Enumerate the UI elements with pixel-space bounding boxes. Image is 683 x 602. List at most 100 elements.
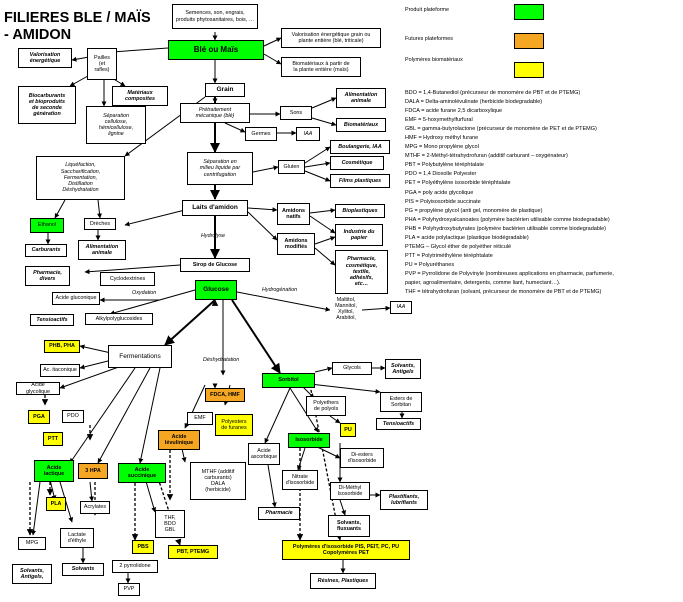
biomaterials-plant-box: Biomatériaux à partir de la plante entiè… bbox=[281, 57, 361, 77]
pharmacy-box: Pharmacie bbox=[258, 507, 300, 520]
isosorbide-nitrate-box: Nitrate d'isosorbide bbox=[282, 470, 318, 490]
abbreviation-item: EMF = 5-hoxymethylfurfural bbox=[405, 117, 473, 124]
solvents-antigels-box-2: Solvants, Antigels, bbox=[12, 564, 52, 584]
abbreviation-list: BDO = 1,4-Butanediol (précurseur de mono… bbox=[405, 89, 614, 297]
abbreviation-item: PGA = poly acide glycolique bbox=[405, 189, 474, 196]
surfactants-box-2: Tensioactifs bbox=[376, 418, 421, 430]
gluconic-acid-box: Acide gluconique bbox=[52, 292, 100, 305]
sorbitol-box: Sorbitol bbox=[262, 373, 315, 388]
fermentation-process-box: Liquéfaction, Saccharification, Fermenta… bbox=[36, 156, 125, 200]
abbreviation-item: BDO = 1,4-Butanediol (précurseur de mono… bbox=[405, 90, 581, 96]
bakery-box: Boulangerie, IAA bbox=[330, 140, 390, 154]
hydrolysis-label: Hydrolyse bbox=[201, 233, 225, 239]
legend-label-future: Futures plateformes bbox=[405, 36, 453, 42]
abbreviation-item: MTHF = 2-Méthyl-tétrahydrofuran (additif… bbox=[405, 153, 568, 160]
abbreviation-item: FDCA = acide furane 2,5 dicarboxylique bbox=[405, 108, 503, 115]
ascorbic-acid-box: Acide ascorbique bbox=[248, 443, 280, 465]
straw-box: Pailles (et rafles) bbox=[87, 48, 117, 80]
pvp-box: PVP bbox=[118, 583, 140, 596]
dimethyl-isosorbide-box: Di-Méthyl Isosorbide bbox=[330, 482, 370, 500]
page-title: FILIERES BLE / MAÏS - AMIDON bbox=[4, 10, 151, 44]
abbreviation-item: PIS = Polyisosorbide succinate bbox=[405, 198, 481, 205]
bioplastics-box: Bioplastiques bbox=[335, 204, 385, 218]
animal-feed-box-2: Alimentation animale bbox=[78, 240, 126, 260]
iaa-box-2: IAA bbox=[390, 301, 412, 314]
abbreviation-item: HMF = Hydroxy méthyl furane bbox=[405, 135, 479, 142]
abbreviation-item: MPG = Mono propylène glycol bbox=[405, 144, 479, 151]
modified-starch-box: Amidons modifiés bbox=[277, 233, 315, 255]
abbreviation-item: PG = propylène glycol (anti gel, monomèr… bbox=[405, 207, 543, 214]
itaconic-acid-box: Ac. itaconique bbox=[40, 364, 80, 377]
inputs-box: Semences, son, engrais, produits phytosa… bbox=[172, 4, 258, 29]
legend-swatch-future bbox=[514, 33, 544, 49]
fdca-hmf-box: FDCA, HMF bbox=[205, 388, 245, 402]
ethanol-box: Ethanol bbox=[30, 218, 64, 233]
grain-box: Grain bbox=[205, 83, 245, 97]
glycols-box: Glycols bbox=[332, 362, 372, 375]
energy-grain-box: Valorisation énergétique grain ou plante… bbox=[281, 28, 381, 48]
pbt-ptemg-box: PBT, PTEMG bbox=[168, 545, 218, 559]
abbreviation-item: papier, agroalimentaire, detergents, com… bbox=[405, 279, 561, 286]
oxidation-label: Oxydation bbox=[132, 290, 157, 296]
glycolic-acid-box: Acide glycolique bbox=[16, 382, 60, 395]
wheat-corn-box: Blé ou Maïs bbox=[168, 40, 264, 60]
abbreviation-item: DALA = Delta-aminolévulinate (herbicide … bbox=[405, 99, 543, 106]
lactic-acid-box: Acide lactique bbox=[34, 460, 74, 482]
surfactants-box-1: Tensioactifs bbox=[30, 314, 74, 326]
abbreviation-item: PTEMG – Glycol éther de polyéther réticu… bbox=[405, 243, 512, 250]
dreches-box: Drèches bbox=[84, 218, 116, 230]
iaa-box-1: IAA bbox=[296, 127, 320, 141]
starch-milk-box: Laits d'amidon bbox=[182, 200, 248, 216]
phb-pha-box: PHB, PHA bbox=[44, 340, 80, 353]
glucose-box: Glucose bbox=[195, 280, 237, 300]
2-pyrrolidone-box: 2 pyrrolidone bbox=[112, 560, 158, 573]
solvents-antigels-box-1: Solvants, Antigels bbox=[385, 359, 421, 379]
fuels-box: Carburants bbox=[25, 244, 67, 257]
isosorbide-polymers-box: Polymères d'isosorbide PIS, PEIT, PC, PU… bbox=[282, 540, 410, 560]
legend-swatch-biomaterials bbox=[514, 62, 544, 78]
acrylates-box: Acrylates bbox=[80, 501, 110, 514]
pu-box: PU bbox=[340, 423, 356, 437]
composites-box: Matériaux composites bbox=[112, 86, 168, 106]
cellulose-separation-box: Séparation cellulose, hémicellulose, lig… bbox=[86, 106, 146, 144]
biomaterials-box: Biomatériaux bbox=[336, 118, 386, 132]
abbreviation-item: PVP = Pyrrolidone de Polyvinyle (nombreu… bbox=[405, 270, 614, 277]
resins-plastics-box: Résines, Plastiques bbox=[310, 573, 376, 589]
isosorbide-box: Isosorbide bbox=[288, 433, 330, 448]
biofuels-box: Biocarburants et bioproduits de seconde … bbox=[18, 86, 76, 124]
ethyl-lactate-box: Lactate d'éthyle bbox=[60, 528, 94, 548]
animal-feed-box-1: Alimentation animale bbox=[336, 88, 386, 108]
alkylpolyglucosides-box: Alkylpolyglucosides bbox=[85, 313, 153, 325]
hydrogenation-label: Hydrogénation bbox=[262, 287, 298, 293]
germs-box: Germes bbox=[245, 127, 277, 141]
abbreviation-item: THF = tétrahydrofuran (solvant, précurse… bbox=[405, 289, 602, 296]
abbreviation-item: PLA = acide polylactique (plastique biod… bbox=[405, 234, 529, 241]
polyols-box: Maltitol, Mannitol, Xylitol, Arabitol, bbox=[330, 295, 362, 323]
solvents-fluxing-box: Solvants, fluxuants bbox=[328, 515, 370, 537]
pdo-box: PDO bbox=[62, 410, 84, 423]
abbreviation-item: PU = Polyuréthanes bbox=[405, 261, 455, 268]
pbs-box: PBS bbox=[132, 540, 154, 554]
native-starch-box: Amidons natifs bbox=[277, 203, 310, 225]
ptt-box: PTT bbox=[43, 432, 63, 446]
mthf-dala-box: MTHF (additif carburants) DALA (herbicid… bbox=[190, 462, 246, 500]
abbreviation-item: PHA = Polyhydroxyalcanoates (polymère ba… bbox=[405, 216, 610, 223]
dehydration-label: Déshydratation bbox=[203, 357, 240, 363]
solvents-box: Solvants bbox=[62, 563, 104, 576]
abbreviation-item: PET = Polyéthylène isosorbide téréphtala… bbox=[405, 180, 511, 187]
3hpa-box: 3 HPA bbox=[78, 463, 108, 479]
thf-bdo-gbl-box: THF, BDO GBL bbox=[155, 510, 185, 538]
plasticizers-box: Plastifiants, lubrifiants bbox=[380, 490, 428, 510]
isosorbide-diesters-box: Di-esters d'isosorbide bbox=[340, 448, 384, 468]
sorbitan-esters-box: Esters de Sorbitan bbox=[380, 392, 422, 412]
centrifugation-box: Séparation en milieu liquide par centrif… bbox=[187, 152, 253, 185]
emf-box: EMF bbox=[187, 412, 213, 425]
pga-box: PGA bbox=[28, 410, 50, 424]
gluten-box: Gluten bbox=[278, 160, 305, 174]
legend-label-platform: Produit plateforme bbox=[405, 7, 450, 13]
pharma-cosmetics-box: Pharmacie, cosmétique, textile, adhésifs… bbox=[335, 250, 388, 294]
paper-industry-box: Industrie du papier bbox=[335, 224, 383, 246]
polyether-polyols-box: Polyethers de polyols bbox=[306, 396, 346, 416]
succinic-acid-box: Acide succinique bbox=[118, 463, 166, 483]
pla-box: PLA bbox=[46, 497, 66, 511]
